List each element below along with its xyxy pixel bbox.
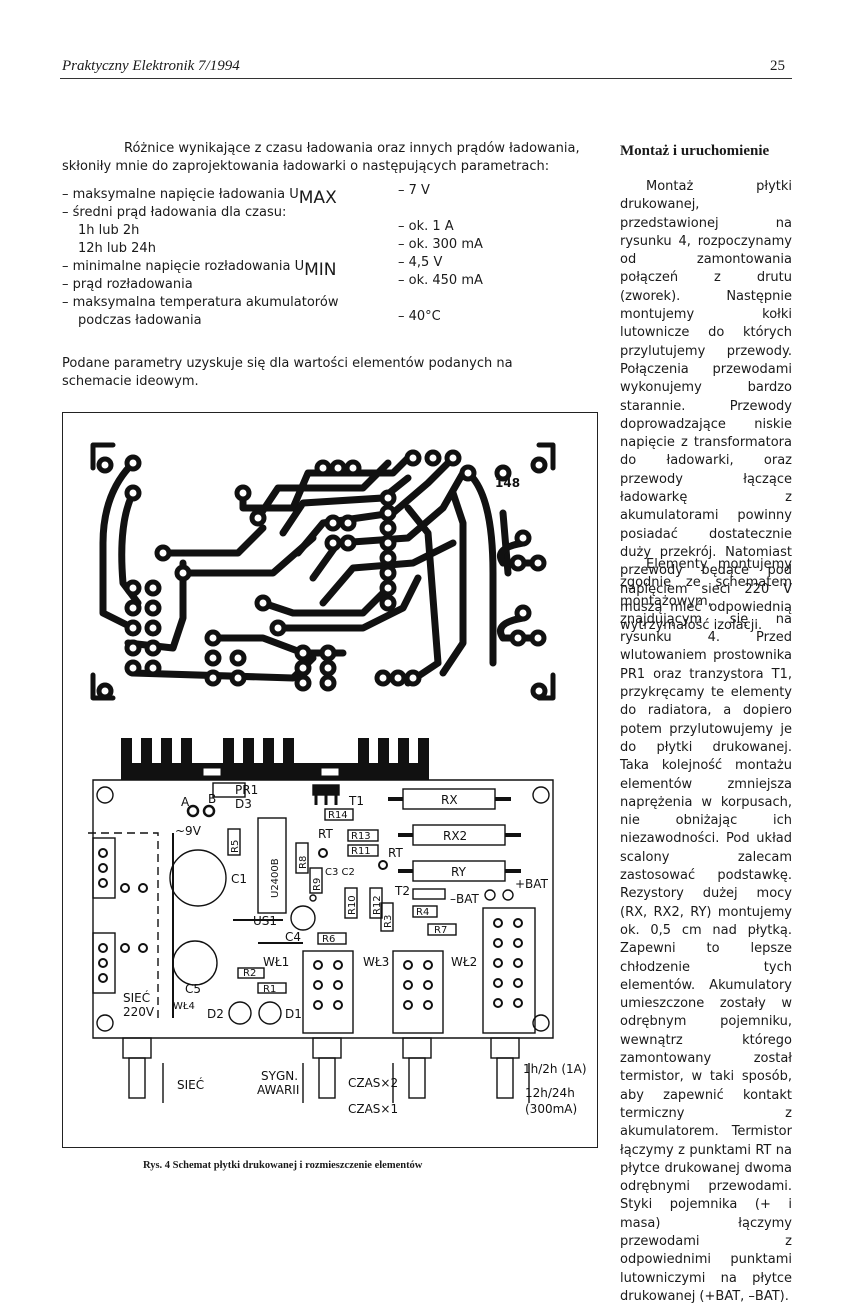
param-row: – prąd rozładowania– ok. 450 mA — [62, 273, 483, 292]
label-r4: R4 — [416, 907, 429, 918]
param-row: – maksymalne napięcie ładowania UMAX– 7 … — [62, 183, 430, 208]
label-ry: RY — [451, 865, 467, 879]
label-r8: R8 — [298, 856, 309, 869]
label-a: A — [181, 795, 190, 809]
label-c4: C4 — [285, 930, 301, 944]
label-r14: R14 — [328, 810, 348, 821]
label-rt1: RT — [318, 827, 333, 841]
pcb-pads — [96, 449, 548, 700]
label-d2: D2 — [207, 1007, 224, 1021]
label-c5: C5 — [185, 982, 201, 996]
label-r9: R9 — [312, 878, 323, 891]
label-1h-2h: 1h/2h (1A) — [523, 1062, 587, 1076]
label-awarii: AWARII — [257, 1083, 299, 1097]
label-pr1: PR1 — [235, 783, 258, 797]
label-rt2: RT — [388, 846, 403, 860]
param-row: podczas ładowania– 40°C — [78, 309, 441, 328]
label-300ma: (300mA) — [525, 1102, 577, 1116]
label-c3c2: C3 C2 — [325, 867, 355, 878]
label-9v: ~9V — [175, 824, 202, 838]
label-rx: RX — [441, 793, 458, 807]
label-wl2: WŁ2 — [451, 955, 477, 969]
param-row: 1h lub 2h– ok. 1 A — [78, 219, 454, 238]
param-row: 12h lub 24h– ok. 300 mA — [78, 237, 483, 256]
label-r5: R5 — [230, 840, 241, 853]
label-r2: R2 — [243, 968, 256, 979]
label-r7: R7 — [434, 925, 447, 936]
pcb-track-layout — [90, 442, 556, 701]
label-wl3: WŁ3 — [363, 955, 389, 969]
board-number: 148 — [495, 476, 520, 490]
param-row: – maksymalna temperatura akumulatorów — [62, 295, 339, 310]
label-siec: SIEĆ — [177, 1077, 204, 1092]
label-t2: T2 — [394, 884, 410, 898]
label-c1: C1 — [231, 872, 247, 886]
label-t1: T1 — [348, 794, 364, 808]
label-12h-24h: 12h/24h — [525, 1086, 575, 1100]
figure-caption: Rys. 4 Schemat płytki drukowanej i rozmi… — [143, 1160, 423, 1171]
label-r12: R12 — [372, 895, 383, 915]
param-row: – średni prąd ładowania dla czasu: — [62, 205, 287, 220]
label-wl4: WŁ4 — [173, 1001, 195, 1012]
label-minus-bat: –BAT — [450, 892, 480, 906]
label-r13: R13 — [351, 831, 371, 842]
label-r6: R6 — [322, 934, 335, 945]
running-title: Praktyczny Elektronik 7/1994 — [62, 58, 240, 74]
page-number: 25 — [770, 58, 785, 74]
column-paragraph-1: Montaż płytki drukowanej, przedstawionej… — [620, 179, 792, 634]
pcb-figure: 148 — [62, 412, 598, 1148]
column-paragraph-2: Elementy montujemy zgodnie ze schematem … — [620, 557, 792, 1304]
label-r1: R1 — [263, 984, 276, 995]
pcb-drawing: 148 — [88, 442, 587, 1116]
label-d3: D3 — [235, 797, 252, 811]
intro-paragraph: Różnice wynikające z czasu ładowania ora… — [62, 141, 580, 174]
label-sygn: SYGN. — [261, 1069, 298, 1083]
heatsink — [121, 738, 429, 780]
label-b: B — [208, 792, 216, 806]
label-us1: US1 — [253, 914, 277, 928]
label-siec-220: SIEĆ — [123, 990, 150, 1005]
label-wl1: WŁ1 — [263, 955, 289, 969]
label-czas-x1: CZAS×1 — [348, 1102, 398, 1116]
label-220v: 220V — [123, 1005, 155, 1019]
label-r11: R11 — [351, 846, 371, 857]
param-row: – minimalne napięcie rozładowania UMIN– … — [62, 255, 443, 280]
label-r3: R3 — [383, 915, 394, 928]
label-r10: R10 — [347, 895, 358, 915]
params-note: Podane parametry uzyskuje się dla wartoś… — [62, 356, 513, 389]
board-pads — [98, 848, 523, 1010]
label-d1: D1 — [285, 1007, 302, 1021]
label-rx2: RX2 — [443, 829, 467, 843]
section-heading: Montaż i uruchomienie — [620, 143, 770, 159]
label-czas-x2: CZAS×2 — [348, 1076, 398, 1090]
parameter-list: – maksymalne napięcie ładowania UMAX– 7 … — [62, 183, 562, 328]
label-plus-bat: +BAT — [515, 877, 549, 891]
header-rule — [60, 78, 792, 79]
label-u2400b: U2400B — [270, 858, 281, 898]
component-board — [88, 779, 554, 1103]
